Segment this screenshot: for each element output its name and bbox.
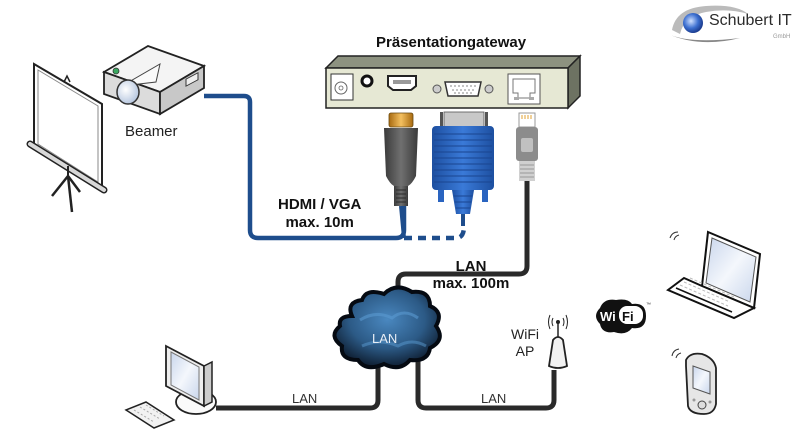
- presentation-gateway-device[interactable]: [324, 54, 582, 110]
- company-logo: [668, 5, 748, 43]
- video-connection-type: HDMI / VGA: [278, 196, 362, 213]
- company-name: Schubert IT: [709, 12, 792, 29]
- wifi-access-point-icon: [548, 314, 568, 369]
- access-point-label-line1: WiFi: [511, 326, 539, 342]
- logo-swoosh-icon: [672, 5, 748, 35]
- logo-swoosh-lower-icon: [668, 34, 740, 43]
- hdmi-plug-icon: [384, 112, 418, 239]
- company-suffix: GmbH: [773, 34, 791, 40]
- lan-desktop-label: LAN: [292, 391, 318, 406]
- wifi-logo-left-text: Wi: [600, 309, 616, 324]
- cloud-label: LAN: [372, 331, 398, 346]
- access-point-label-line2: AP: [515, 343, 535, 359]
- wifi-logo-badge: Wi Fi ™: [596, 299, 651, 334]
- access-point-label: WiFi AP: [510, 326, 540, 360]
- laptop-icon: [666, 230, 762, 320]
- handheld-device-icon: [671, 348, 717, 415]
- lan-uplink-max-length: max. 100m: [432, 275, 510, 292]
- wifi-logo-tm: ™: [646, 302, 651, 308]
- vga-port-icon: [432, 81, 494, 97]
- video-connection-max-length: max. 10m: [285, 214, 354, 231]
- wifi-logo-right-text: Fi: [622, 309, 634, 324]
- hdmi-port-icon: [387, 75, 417, 91]
- lan-cloud-icon: [332, 285, 442, 370]
- lan-port-icon: [507, 73, 541, 105]
- gateway-title: Präsentationgateway: [376, 34, 527, 51]
- lan-cables: [216, 180, 557, 411]
- projector-icon: [101, 45, 207, 116]
- audio-port-icon: [360, 74, 374, 88]
- projector-label: Beamer: [125, 123, 178, 140]
- vga-plug-icon: [432, 111, 494, 226]
- logo-sphere-icon: [683, 13, 703, 33]
- video-connection-label: HDMI / VGA max. 10m: [278, 196, 361, 232]
- projection-screen-icon: [26, 62, 108, 213]
- power-port-icon: [330, 73, 354, 101]
- lan-ap-label: LAN: [481, 391, 507, 406]
- lan-uplink-label: LAN max. 100m: [421, 258, 521, 292]
- rj45-plug-icon: [516, 112, 538, 181]
- lan-uplink-type: LAN: [455, 258, 487, 275]
- desktop-computer-icon: [124, 344, 217, 429]
